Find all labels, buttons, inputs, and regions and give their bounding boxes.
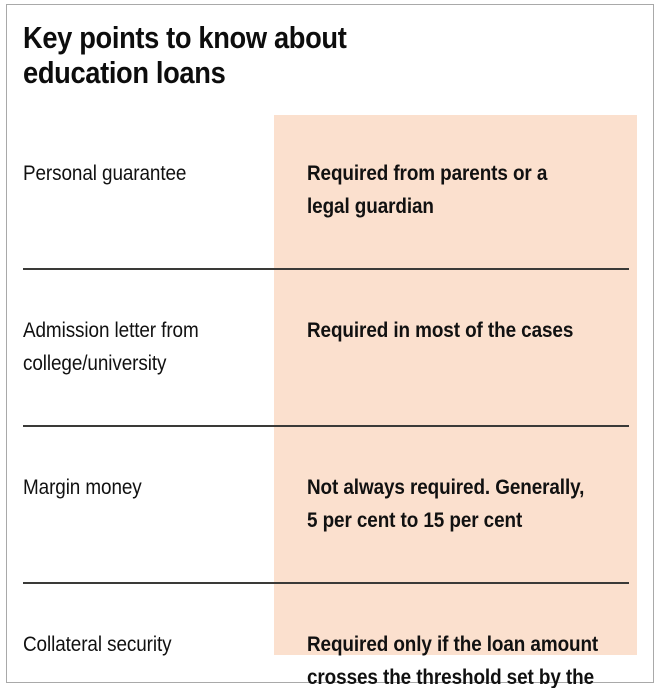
table-row: Personal guarantee Required from parents… — [23, 113, 629, 270]
description-text: Required in most of the cases — [307, 319, 574, 342]
table-cell-description: Required only if the loan amount crosses… — [274, 584, 629, 688]
table-cell-term: Margin money — [23, 427, 274, 582]
table-cell-term: Collateral security — [23, 584, 274, 688]
term-text: Admission letter from college/university — [23, 319, 199, 375]
page-title: Key points to know about education loans — [23, 20, 347, 90]
description-text: Required from parents or a legal guardia… — [307, 162, 548, 218]
table-row: Admission letter from college/university… — [23, 270, 629, 427]
table-cell-term: Personal guarantee — [23, 113, 274, 268]
key-points-table: Personal guarantee Required from parents… — [0, 113, 660, 688]
table-row: Collateral security Required only if the… — [23, 584, 629, 688]
table-cell-description: Required in most of the cases — [274, 270, 629, 425]
highlight-band — [274, 115, 637, 655]
term-text: Collateral security — [23, 633, 172, 656]
description-text: Required only if the loan amount crosses… — [307, 633, 599, 688]
description-text: Not always required. Generally, 5 per ce… — [307, 476, 585, 532]
table-cell-description: Not always required. Generally, 5 per ce… — [274, 427, 629, 582]
term-text: Margin money — [23, 476, 142, 499]
table-cell-term: Admission letter from college/university — [23, 270, 274, 425]
table-row: Margin money Not always required. Genera… — [23, 427, 629, 584]
table-cell-description: Required from parents or a legal guardia… — [274, 113, 629, 268]
term-text: Personal guarantee — [23, 162, 187, 185]
